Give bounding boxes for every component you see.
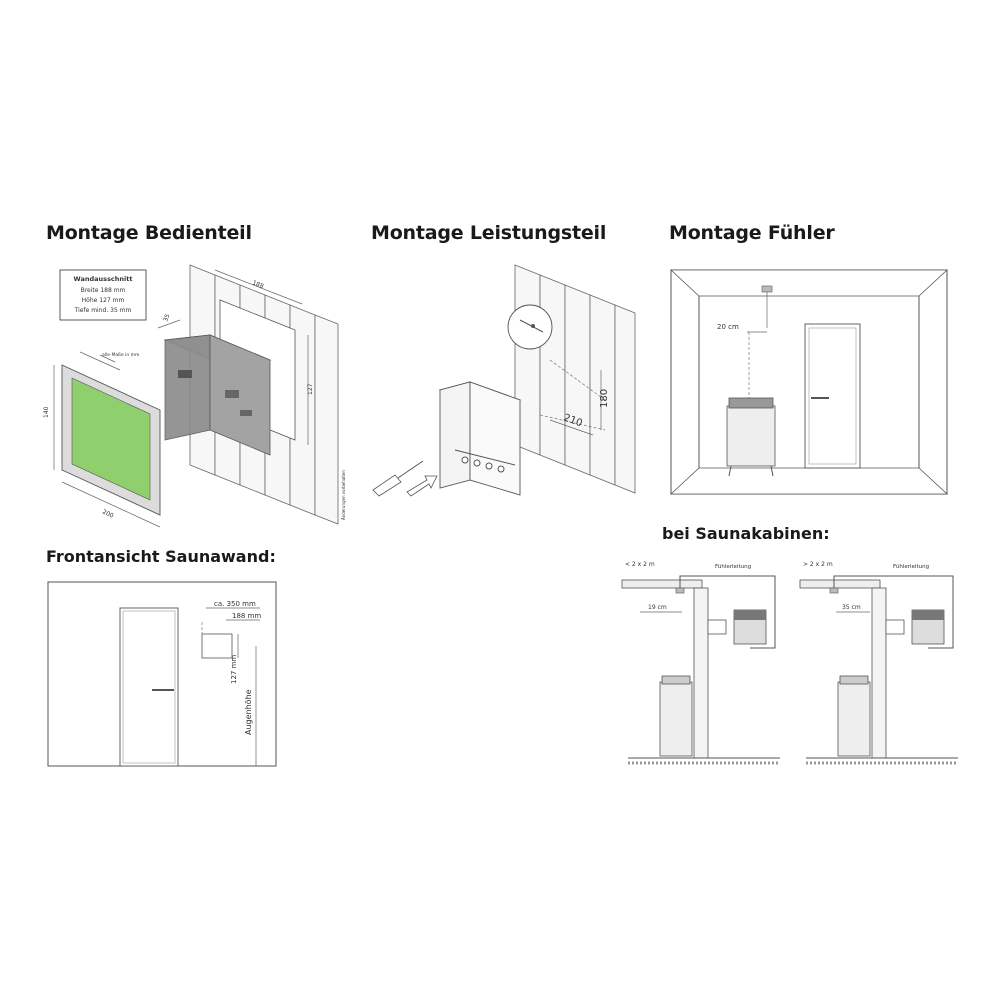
cable-label: Fühlerleitung	[893, 564, 929, 570]
kabine-diagram-small: < 2 x 2 m Fühlerleitung 19 cm	[621, 561, 780, 765]
heading-montage-leistungsteil: Montage Leistungsteil	[371, 222, 607, 244]
cutout-line-1: Breite 188 mm	[81, 287, 126, 294]
dim-127mm-label: 127 mm	[230, 655, 238, 684]
dim-188-label: 188	[251, 279, 264, 290]
eye-level-label: Augenhöhe	[244, 689, 253, 735]
fuehler-diagram: 20 cm	[669, 269, 949, 495]
heading-montage-fuehler: Montage Fühler	[669, 222, 835, 244]
mounting-box	[163, 334, 272, 456]
sensor-icon	[761, 285, 773, 293]
control-panel	[707, 619, 727, 635]
frontansicht-diagram: ca. 350 mm 188 mm 127 mm Augenhöhe	[47, 581, 277, 767]
dim-188mm-label: 188 mm	[232, 612, 261, 620]
dim-180-label: 180	[599, 389, 610, 408]
cutout-line-3: Tiefe mind. 35 mm	[74, 307, 132, 314]
dim-20cm-label: 20 cm	[717, 323, 739, 331]
sauna-heater	[837, 675, 871, 757]
sensor-icon	[829, 587, 839, 594]
dim-127-label: 127	[307, 383, 314, 395]
heading-montage-bedienteil: Montage Bedienteil	[46, 222, 252, 244]
sauna-heater	[726, 397, 776, 477]
control-panel	[61, 351, 161, 516]
units-note: alle Maße in mm	[102, 352, 139, 358]
dim-350mm-label: ca. 350 mm	[214, 600, 256, 608]
control-panel	[885, 619, 905, 635]
cutout-title: Wandausschnitt	[74, 275, 133, 283]
heading-bei-saunakabinen: bei Saunakabinen:	[662, 524, 830, 543]
size-label: > 2 x 2 m	[803, 561, 833, 568]
control-panel-outline	[201, 633, 233, 659]
cutout-info-box: Wandausschnitt Breite 188 mm Höhe 127 mm…	[59, 269, 147, 321]
dim-200-label: 200	[101, 508, 115, 519]
dim-35cm-label: 35 cm	[842, 604, 861, 611]
cable-label: Fühlerleitung	[715, 564, 751, 570]
dim-19cm-label: 19 cm	[648, 604, 667, 611]
dim-35-label: 35	[162, 313, 171, 323]
dim-140-label: 140	[43, 406, 50, 418]
arrow-icon	[406, 475, 438, 497]
detail-zoom-circle	[507, 304, 553, 350]
kabine-diagram-large: > 2 x 2 m Fühlerleitung 35 cm	[799, 561, 958, 765]
side-note: Änderungen vorbehalten	[341, 470, 346, 520]
sauna-heater	[659, 675, 693, 757]
screwdriver-icon	[372, 460, 424, 497]
wall-planks	[514, 264, 636, 494]
leistungsteil-diagram: 210 180	[372, 264, 636, 497]
bedienteil-diagram: 188 127 35 Wandausschnitt Breite 188 mm …	[43, 264, 346, 528]
sensor-icon	[675, 587, 685, 594]
door	[804, 323, 861, 469]
cutout-line-2: Höhe 127 mm	[82, 297, 125, 304]
power-unit	[438, 381, 522, 496]
size-label: < 2 x 2 m	[625, 561, 655, 568]
door	[119, 607, 179, 767]
heading-frontansicht-saunawand: Frontansicht Saunawand:	[46, 547, 276, 566]
